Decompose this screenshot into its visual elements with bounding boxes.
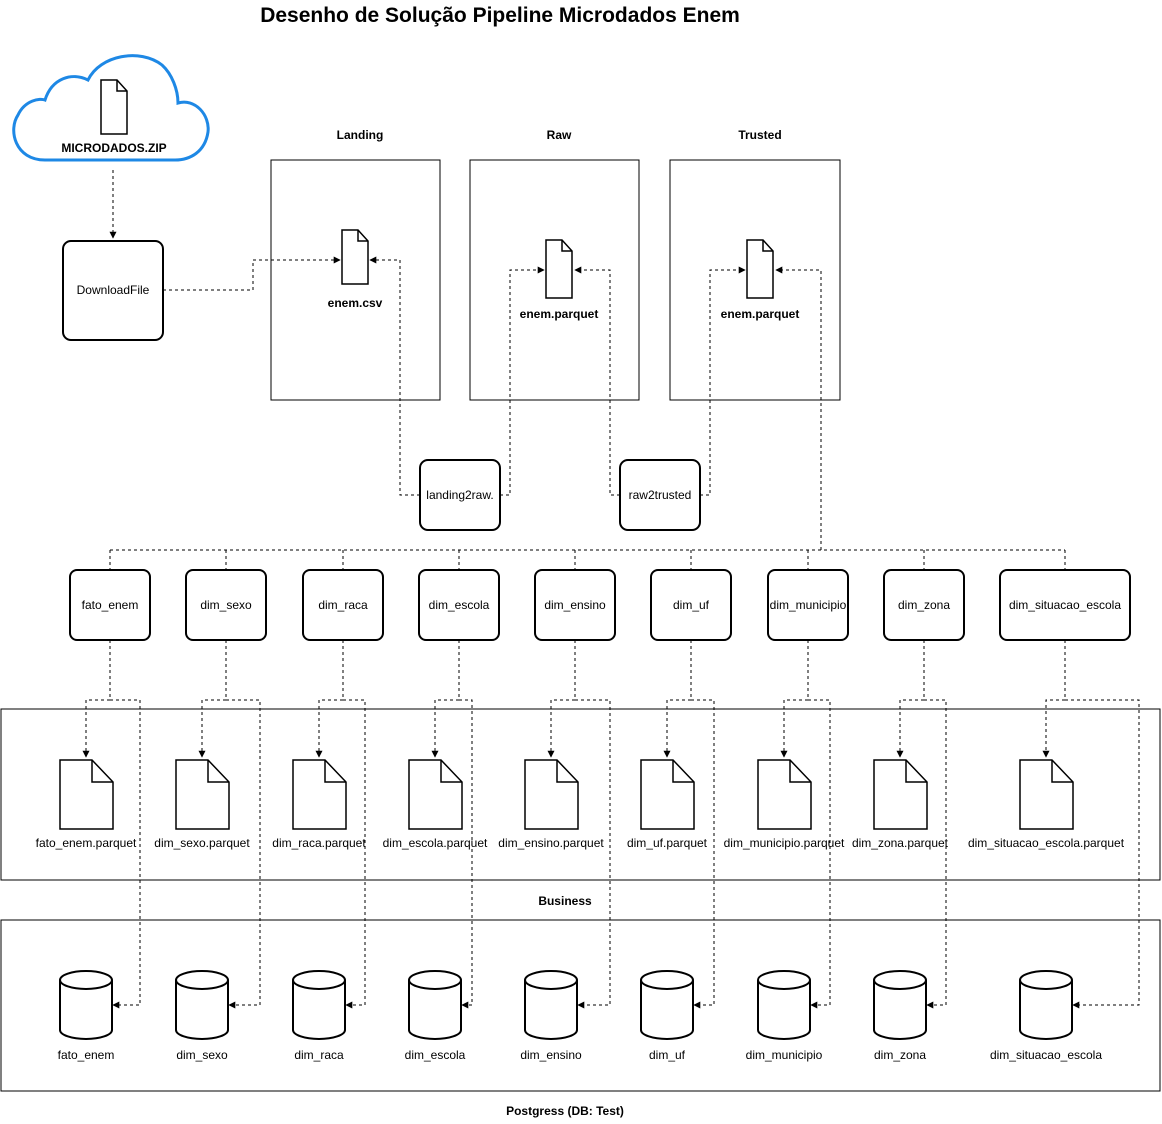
database-icon: [59, 970, 113, 1040]
connector-job-db: [343, 699, 366, 1009]
parquet-label: dim_ensino.parquet: [498, 836, 604, 850]
connector-job-db: [808, 699, 831, 1009]
connector-job-parquet: [198, 640, 227, 758]
connector-job-db: [110, 699, 141, 1009]
parquet-label: dim_raca.parquet: [272, 836, 366, 850]
zone-title-raw: Raw: [547, 128, 572, 142]
database-icon: [175, 970, 229, 1040]
connector-download-landing: [163, 256, 341, 291]
job-label: dim_sexo: [200, 598, 252, 612]
database-icon: [757, 970, 811, 1040]
parquet-label: dim_zona.parquet: [852, 836, 949, 850]
parquet-file-icon: [292, 759, 347, 830]
zone-file-trusted: enem.parquet: [721, 307, 800, 321]
raw2trusted-label: raw2trusted: [629, 488, 692, 502]
connector-job-db: [459, 699, 473, 1009]
zone-landing: Landing: [270, 128, 441, 401]
parquet-file-icon: [640, 759, 695, 830]
parquet-file-icon: [1019, 759, 1074, 830]
job-label: dim_raca: [318, 598, 368, 612]
parquet-label: dim_escola.parquet: [383, 836, 488, 850]
db-table-label: dim_uf: [649, 1048, 686, 1062]
connector-job-parquet: [315, 640, 344, 758]
landing2raw-label: landing2raw.: [426, 488, 493, 502]
business-label: Business: [538, 894, 592, 908]
database-icon: [873, 970, 927, 1040]
db-table-label: dim_raca: [294, 1048, 344, 1062]
zone-raw: Raw: [469, 128, 640, 401]
database-icon: [408, 970, 462, 1040]
parquet-label: dim_situacao_escola.parquet: [968, 836, 1125, 850]
db-table-label: dim_escola: [405, 1048, 466, 1062]
zone-file-raw: enem.parquet: [520, 307, 599, 321]
connector-job-parquet: [82, 640, 111, 758]
download-file-label: DownloadFile: [77, 283, 150, 297]
parquet-file-icon: [524, 759, 579, 830]
parquet-label: fato_enem.parquet: [36, 836, 137, 850]
connector-job-db: [575, 699, 611, 1009]
flow-connectors: [109, 170, 1065, 551]
source-label: MICRODADOS.ZIP: [61, 141, 166, 155]
job-label: dim_ensino: [544, 598, 606, 612]
parquet-file-icon: [175, 759, 230, 830]
job-label: dim_zona: [898, 598, 950, 612]
file-icon: [341, 229, 369, 285]
business-layer: [0, 708, 1161, 881]
zone-box-trusted: [669, 159, 841, 401]
db-table-label: dim_municipio: [746, 1048, 823, 1062]
zone-title-landing: Landing: [337, 128, 384, 142]
zip-file-icon: [100, 79, 128, 135]
postgres-label: Postgress (DB: Test): [506, 1104, 624, 1118]
connector-job-db: [226, 699, 261, 1009]
zone-title-trusted: Trusted: [738, 128, 781, 142]
connector-job-parquet: [431, 640, 460, 758]
parquet-file-icon: [408, 759, 463, 830]
job-label: dim_municipio: [770, 598, 847, 612]
zone-box-landing: [270, 159, 441, 401]
db-table-label: fato_enem: [58, 1048, 115, 1062]
cloud-source: MICRODADOS.ZIP: [12, 54, 210, 162]
job-label: fato_enem: [82, 598, 139, 612]
parquet-file-icon: [59, 759, 114, 830]
connector-raw-transform: [574, 266, 620, 496]
connector-job-parquet: [780, 640, 809, 758]
connector-job-parquet: [547, 640, 576, 758]
job-label: dim_uf: [673, 598, 710, 612]
database-icon: [292, 970, 346, 1040]
file-icon: [545, 239, 573, 299]
connector-job-parquet: [896, 640, 925, 758]
zone-box-raw: [469, 159, 640, 401]
file-icon: [746, 239, 774, 299]
database-icon: [524, 970, 578, 1040]
connector-job-db: [1065, 699, 1140, 1009]
db-table-label: dim_sexo: [176, 1048, 228, 1062]
db-table-label: dim_zona: [874, 1048, 926, 1062]
connector-transform-raw: [500, 266, 545, 496]
parquet-file-icon: [757, 759, 812, 830]
connector-transform-trusted: [700, 266, 746, 496]
connector-job-db: [924, 699, 947, 1009]
parquet-label: dim_uf.parquet: [627, 836, 708, 850]
db-table-label: dim_ensino: [520, 1048, 582, 1062]
connector-landing-transform: [369, 256, 420, 496]
parquet-file-icon: [873, 759, 928, 830]
db-table-label: dim_situacao_escola: [990, 1048, 1102, 1062]
diagram-title: Desenho de Solução Pipeline Microdados E…: [260, 4, 740, 27]
parquet-label: dim_sexo.parquet: [154, 836, 250, 850]
parquet-label: dim_municipio.parquet: [724, 836, 845, 850]
database-icon: [1019, 970, 1073, 1040]
zone-file-landing: enem.csv: [328, 296, 383, 310]
job-label: dim_situacao_escola: [1009, 598, 1121, 612]
connector-job-parquet: [663, 640, 692, 758]
connector-job-db: [691, 699, 715, 1009]
postgres-layer: [0, 919, 1161, 1092]
database-icon: [640, 970, 694, 1040]
connector-job-parquet: [1042, 640, 1066, 758]
zone-trusted: Trusted: [669, 128, 841, 401]
job-label: dim_escola: [429, 598, 490, 612]
